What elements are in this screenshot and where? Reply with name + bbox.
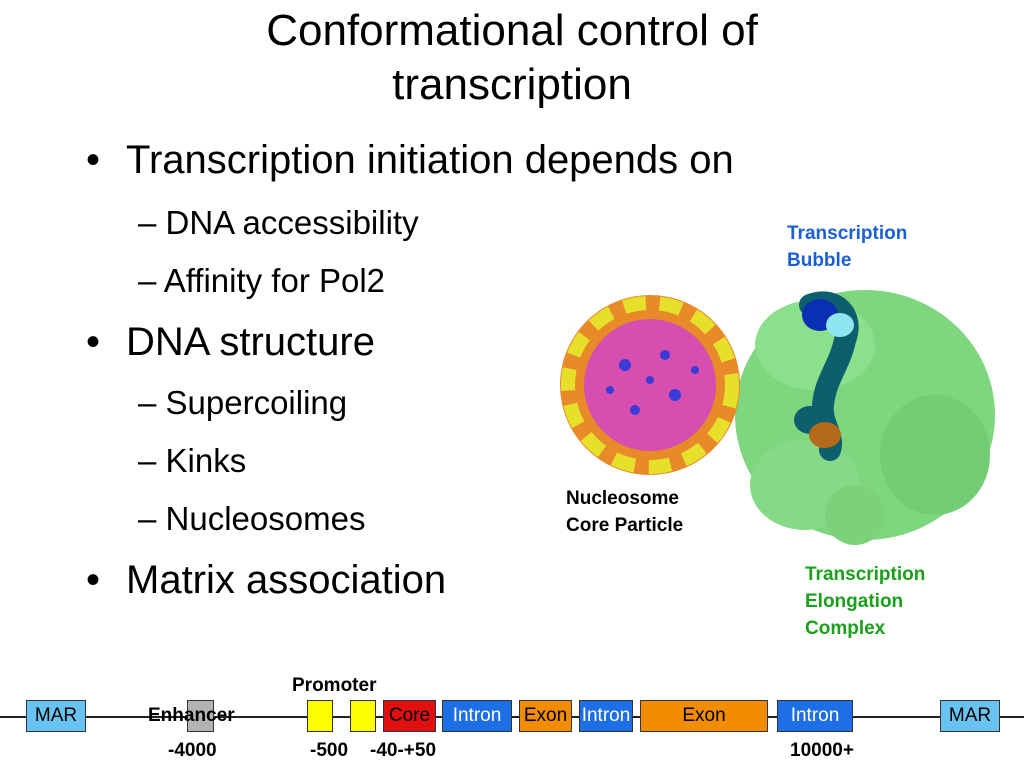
label-line: Core Particle xyxy=(566,515,684,536)
bullet-text: Matrix association xyxy=(126,558,447,602)
gene-element-intron-2: Intron xyxy=(579,700,633,732)
slide-title: Conformational control of transcription xyxy=(0,4,1024,112)
transcription-bubble-shape xyxy=(794,291,859,461)
gene-element-core: Core xyxy=(383,700,436,732)
bullet-text: Transcription initiation depends on xyxy=(126,138,734,182)
gene-element-intron-3: Intron xyxy=(777,700,853,732)
label-line: Nucleosome xyxy=(566,488,679,509)
label-line: Bubble xyxy=(787,250,852,271)
label-line: Transcription xyxy=(787,223,908,244)
subbullet-nucleosomes: – Nucleosomes xyxy=(138,500,366,537)
position-label-distal: 10000+ xyxy=(790,740,854,761)
bullet-transcription-initiation: • Transcription initiation depends on xyxy=(86,138,734,183)
subbullet-dna-accessibility: – DNA accessibility xyxy=(138,204,419,241)
elongation-complex-label: Transcription Elongation Complex xyxy=(805,561,925,642)
nucleosome-core-particle-shape xyxy=(560,295,740,475)
position-label-enhancer: -4000 xyxy=(168,740,217,761)
title-line-1: Conformational control of xyxy=(266,6,758,55)
label-line: Elongation xyxy=(805,591,904,612)
promoter-label: Promoter xyxy=(292,675,377,696)
position-label-promoter: -500 xyxy=(310,740,349,761)
label-line: Transcription xyxy=(805,564,926,585)
gene-element-exon-1: Exon xyxy=(519,700,572,732)
bullet-dna-structure: • DNA structure xyxy=(86,320,375,365)
bullet-dot: • xyxy=(86,558,101,602)
subbullet-supercoiling: – Supercoiling xyxy=(138,384,348,421)
gene-element-promoter-box-1 xyxy=(307,700,333,732)
bullet-dot: • xyxy=(86,138,101,182)
label-line: Complex xyxy=(805,618,886,639)
gene-element-mar-right: MAR xyxy=(940,700,1000,732)
gene-element-enhancer-box xyxy=(187,700,214,732)
molecular-structure-figure xyxy=(560,290,995,545)
bullet-text: DNA structure xyxy=(126,320,375,364)
gene-element-intron-1: Intron xyxy=(442,700,512,732)
gene-element-mar-left: MAR xyxy=(26,700,86,732)
subbullet-kinks: – Kinks xyxy=(138,442,247,479)
bullet-dot: • xyxy=(86,320,101,364)
transcription-bubble-label: Transcription Bubble xyxy=(787,220,907,274)
elongation-complex-shape xyxy=(735,290,995,545)
gene-element-promoter-box-2 xyxy=(350,700,376,732)
subbullet-affinity-pol2: – Affinity for Pol2 xyxy=(138,262,386,299)
title-line-2: transcription xyxy=(392,60,632,109)
dna-line xyxy=(0,716,1024,718)
gene-element-exon-2: Exon xyxy=(640,700,768,732)
nucleosome-label: Nucleosome Core Particle xyxy=(566,485,683,539)
enhancer-label: Enhancer xyxy=(148,705,235,726)
bullet-matrix-association: • Matrix association xyxy=(86,558,446,603)
position-label-core: -40-+50 xyxy=(370,740,437,761)
